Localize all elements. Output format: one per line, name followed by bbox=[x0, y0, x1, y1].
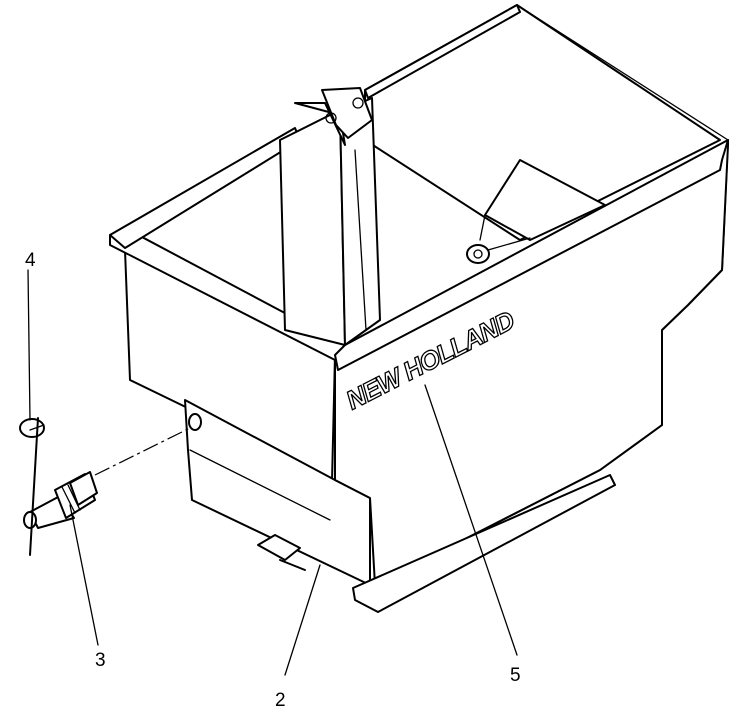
lynch-pin bbox=[19, 417, 45, 556]
callout-5: 5 bbox=[510, 665, 521, 686]
leader-2 bbox=[284, 564, 321, 676]
callouts: 4 3 2 5 bbox=[25, 250, 521, 711]
callout-4: 4 bbox=[25, 250, 36, 271]
callout-2: 2 bbox=[275, 690, 286, 711]
leader-3 bbox=[69, 504, 99, 646]
leader-4 bbox=[27, 269, 31, 421]
callout-3: 3 bbox=[95, 650, 106, 671]
leader-lines bbox=[27, 269, 518, 676]
ballast-box: NEW HOLLAND bbox=[109, 4, 729, 613]
leader-5 bbox=[424, 384, 518, 656]
alignment-line bbox=[94, 427, 191, 476]
